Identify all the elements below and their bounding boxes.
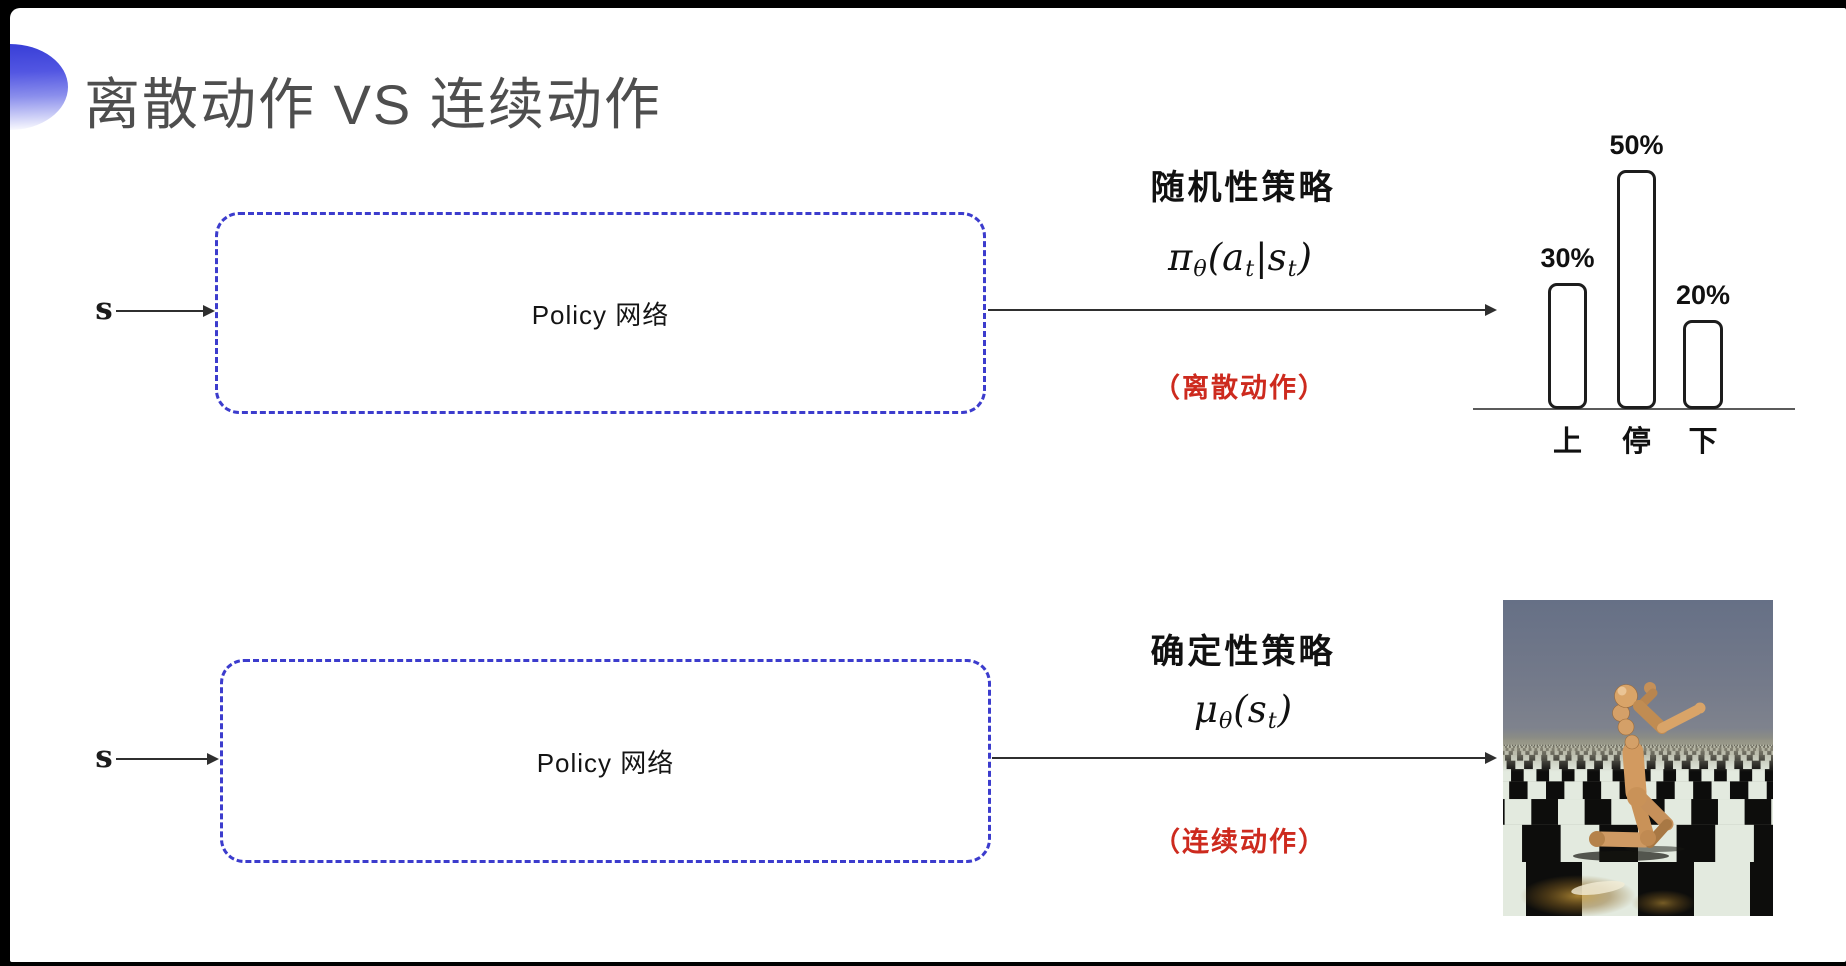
policy-network-box-row1: Policy 网络 (215, 212, 986, 414)
probability-bar (1683, 320, 1723, 409)
formula-subscript: t (1287, 256, 1297, 283)
stochastic-policy-formula: πθ(at|st) (1010, 236, 1470, 282)
state-input-label-row2: s (95, 739, 113, 775)
action-probability-bar-chart: 30% 上 50% 停 20% 下 (1473, 100, 1803, 460)
arrow-input-row1 (116, 305, 215, 317)
continuous-action-note: （连续动作） (1153, 827, 1327, 857)
formula-term: ) (1277, 688, 1293, 731)
state-input-label-row1: s (95, 291, 113, 327)
formula-term: μ (1193, 688, 1218, 731)
humanoid-robot-image (1503, 600, 1773, 916)
formula-term: |s (1255, 236, 1287, 279)
stochastic-policy-title: 随机性策略 (1150, 169, 1336, 207)
formula-subscript: t (1245, 256, 1255, 283)
bar-value-label: 20% (1675, 280, 1731, 310)
discrete-action-note: （离散动作） (1153, 373, 1327, 403)
formula-subscript: θ (1193, 256, 1207, 283)
bar-category-label: 停 (1621, 426, 1651, 458)
formula-term: ) (1297, 236, 1312, 279)
formula-subscript: t (1267, 708, 1277, 735)
formula-subscript: θ (1218, 708, 1233, 735)
deterministic-policy-title: 确定性策略 (1150, 633, 1336, 671)
chart-baseline (1473, 408, 1795, 410)
humanoid-figure (1520, 682, 1706, 916)
bar-category-label: 上 (1552, 426, 1582, 458)
arrow-input-row2 (116, 753, 219, 765)
page-title: 离散动作 VS 连续动作 (84, 73, 662, 136)
policy-network-box-row2: Policy 网络 (220, 659, 991, 863)
policy-network-label-row1: Policy 网络 (531, 299, 670, 330)
bar-value-label: 50% (1609, 130, 1664, 160)
formula-term: (a (1207, 236, 1245, 279)
policy-network-label-row2: Policy 网络 (536, 747, 675, 778)
sky-background (1503, 600, 1773, 752)
arrow-output-row2 (992, 752, 1497, 764)
deterministic-policy-formula: μθ(st) (1013, 688, 1473, 734)
bar-value-label: 30% (1540, 243, 1595, 273)
probability-bar (1617, 170, 1656, 409)
formula-term: π (1168, 236, 1193, 279)
bar-category-label: 下 (1688, 426, 1718, 458)
probability-bar (1548, 283, 1587, 409)
formula-term: (s (1233, 688, 1267, 731)
arrow-output-row1 (988, 304, 1497, 316)
